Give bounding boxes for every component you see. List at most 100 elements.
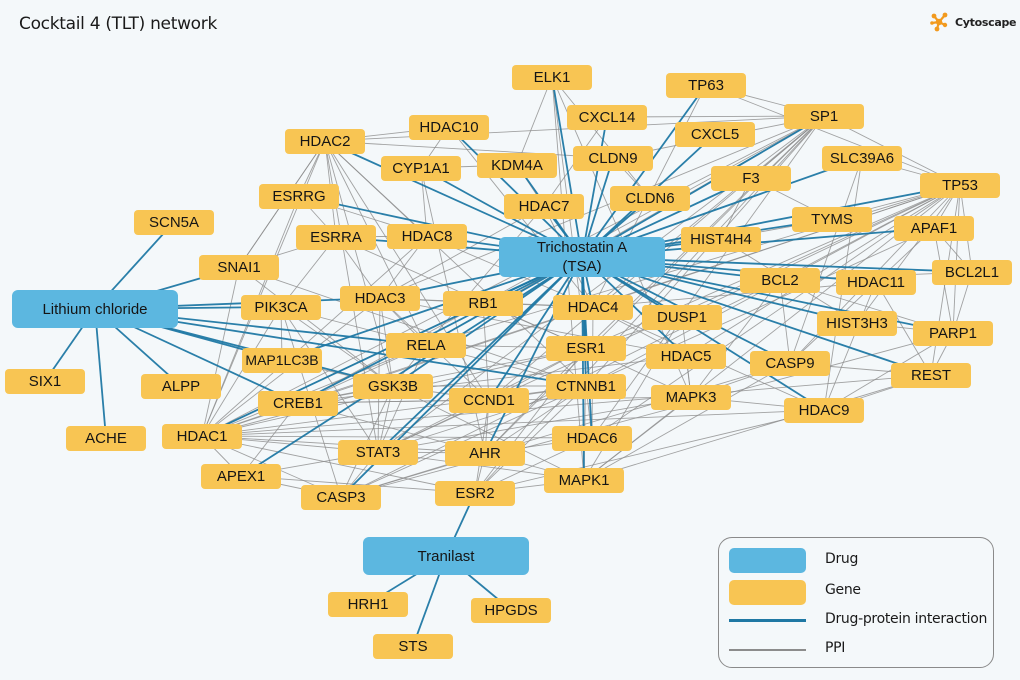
gene-node-hdac3[interactable]: HDAC3 [340,285,420,311]
ppi-edge [297,347,587,404]
ppi-edge [779,279,791,364]
drug-protein-edge [551,76,583,258]
gene-node-tyms[interactable]: TYMS [792,206,872,232]
gene-node-tp53[interactable]: TP53 [920,172,1000,198]
ppi-edge [591,306,594,439]
ppi-edge [823,281,877,411]
page-title: Cocktail 4 (TLT) network [19,14,218,34]
gene-node-hdac5[interactable]: HDAC5 [646,343,726,369]
gene-node-pik3ca[interactable]: PIK3CA [241,294,321,320]
ppi-edge [474,409,825,494]
ppi-edge [690,279,781,398]
gene-node-bcl2l1[interactable]: BCL2L1 [932,259,1012,285]
gene-node-mapk3[interactable]: MAPK3 [651,384,731,410]
gene-node-ccnd1[interactable]: CCND1 [449,387,529,413]
gene-node-rb1[interactable]: RB1 [443,290,523,316]
gene-node-gsk3b[interactable]: GSK3B [353,373,433,399]
ppi-edge [583,396,692,481]
gene-node-mapk1[interactable]: MAPK1 [544,467,624,493]
ppi-edge [583,374,932,481]
gene-node-hdac2[interactable]: HDAC2 [285,128,365,154]
ppi-edge [474,385,587,494]
ppi-edge [952,184,961,334]
gene-node-alpp[interactable]: ALPP [141,373,221,399]
gene-node-hdac4[interactable]: HDAC4 [553,294,633,320]
ppi-edge [789,157,863,364]
gene-node-bcl2[interactable]: BCL2 [740,267,820,293]
ppi-edge [201,409,825,437]
drug-protein-edge [377,256,583,453]
ppi-edge [201,435,476,494]
ppi-edge [201,435,593,439]
gene-node-ctnnb1[interactable]: CTNNB1 [546,373,626,399]
drug-protein-edge [392,256,583,387]
gene-node-casp9[interactable]: CASP9 [750,350,830,376]
gene-node-stat3[interactable]: STAT3 [338,439,418,465]
drug-protein-edge [94,308,107,439]
gene-node-rest[interactable]: REST [891,362,971,388]
gene-node-rela[interactable]: RELA [386,332,466,358]
ppi-edge [238,266,394,387]
gene-node-hdac11[interactable]: HDAC11 [836,269,916,295]
gene-node-cldn6[interactable]: CLDN6 [610,185,690,211]
gene-node-six1[interactable]: SIX1 [5,368,85,394]
gene-node-sp1[interactable]: SP1 [784,103,864,129]
gene-node-hrh1[interactable]: HRH1 [328,591,408,617]
legend-gene-swatch [729,580,806,605]
gene-node-ache[interactable]: ACHE [66,425,146,451]
gene-node-cxcl14[interactable]: CXCL14 [567,104,647,130]
gene-node-parp1[interactable]: PARP1 [913,320,993,346]
drug-node-tsa[interactable]: Trichostatin A (TSA) [499,237,665,277]
ppi-edge [324,140,394,387]
gene-node-hdac7[interactable]: HDAC7 [504,193,584,219]
ppi-edge [705,84,961,186]
cytoscape-logo-icon [930,12,948,32]
gene-node-hdac9[interactable]: HDAC9 [784,397,864,423]
gene-node-sts[interactable]: STS [373,633,453,659]
ppi-edge [377,396,692,453]
gene-node-cxcl5[interactable]: CXCL5 [675,121,755,147]
legend-drug-protein-label: Drug-protein interaction [825,611,988,627]
ppi-edge [875,281,932,376]
gene-node-f3[interactable]: F3 [711,165,791,191]
gene-node-hist3h3[interactable]: HIST3H3 [817,310,897,336]
drug-node-licl[interactable]: Lithium chloride [12,290,178,328]
drug-protein-edge [448,126,583,258]
gene-node-map1lc3b[interactable]: MAP1LC3B [242,347,322,373]
ppi-edge [324,140,587,387]
ppi-edge [324,140,614,159]
gene-node-esrrg[interactable]: ESRRG [259,183,339,209]
gene-node-ahr[interactable]: AHR [445,440,525,466]
drug-node-tran[interactable]: Tranilast [363,537,529,575]
drug-protein-edge [297,256,583,404]
gene-node-scn5a[interactable]: SCN5A [134,209,214,235]
ppi-edge [551,76,651,199]
gene-node-hdac8[interactable]: HDAC8 [387,223,467,249]
gene-node-cyp1a1[interactable]: CYP1A1 [381,155,461,181]
gene-node-esrra[interactable]: ESRRA [296,224,376,250]
gene-node-creb1[interactable]: CREB1 [258,390,338,416]
gene-node-dusp1[interactable]: DUSP1 [642,304,722,330]
cytoscape-logo-text: Cytoscape [955,15,1017,29]
gene-node-hpgds[interactable]: HPGDS [471,597,551,623]
gene-node-hdac6[interactable]: HDAC6 [552,425,632,451]
gene-node-kdm4a[interactable]: KDM4A [477,152,557,178]
ppi-edge [201,266,240,437]
cytoscape-logo: Cytoscape [928,11,1016,33]
gene-node-esr2[interactable]: ESR2 [435,480,515,506]
gene-node-slc39a6[interactable]: SLC39A6 [822,145,902,171]
gene-node-hist4h4[interactable]: HIST4H4 [681,226,761,252]
ppi-edge [201,235,428,437]
gene-node-apaf1[interactable]: APAF1 [894,215,974,241]
gene-node-apex1[interactable]: APEX1 [201,463,281,489]
gene-node-hdac10[interactable]: HDAC10 [409,114,489,140]
gene-node-elk1[interactable]: ELK1 [512,64,592,90]
gene-node-esr1[interactable]: ESR1 [546,335,626,361]
gene-node-hdac1[interactable]: HDAC1 [162,423,242,449]
gene-node-casp3[interactable]: CASP3 [301,484,381,510]
gene-node-cldn9[interactable]: CLDN9 [573,145,653,171]
drug-protein-edge [581,115,825,258]
gene-node-snai1[interactable]: SNAI1 [199,254,279,280]
ppi-edge [685,184,961,357]
gene-node-tp63[interactable]: TP63 [666,72,746,98]
